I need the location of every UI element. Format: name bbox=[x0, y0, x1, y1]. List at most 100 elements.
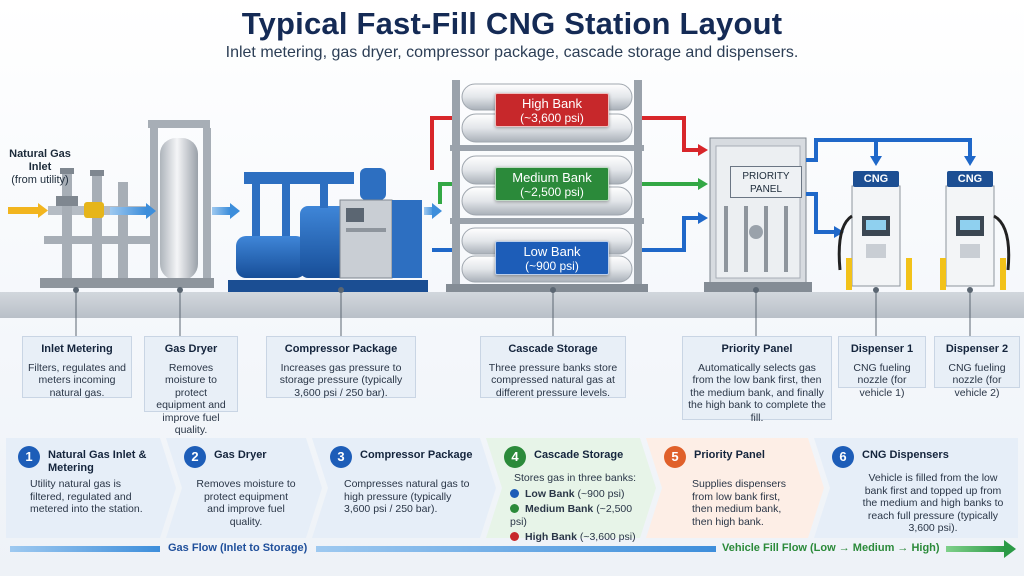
high-bank-dot bbox=[510, 532, 519, 541]
page-title: Typical Fast-Fill CNG Station Layout bbox=[241, 6, 783, 41]
page-subtitle: Inlet metering, gas dryer, compressor pa… bbox=[225, 44, 799, 61]
bank-name: Medium Bank bbox=[525, 503, 594, 515]
low-bank-dot bbox=[510, 488, 519, 498]
low-bank-pressure: (~900 psi) bbox=[525, 259, 579, 273]
dispenser-1-sign: CNG bbox=[853, 171, 899, 187]
fill-flow-arrowhead bbox=[1004, 540, 1016, 558]
bank-outlet-pipes bbox=[642, 116, 708, 252]
callout-text: Automatically selects gas from the low b… bbox=[688, 361, 826, 424]
callout-dispenser-1: Dispenser 1 CNG fueling nozzle (for vehi… bbox=[838, 336, 926, 399]
callout-title: Compressor Package bbox=[284, 343, 398, 355]
callout-title: Priority Panel bbox=[721, 343, 793, 355]
callout-cascade-storage: Cascade Storage Three pressure banks sto… bbox=[480, 336, 626, 399]
step-number: 1 bbox=[18, 446, 40, 468]
callout-compressor-package: Compressor Package Increases gas pressur… bbox=[266, 336, 416, 399]
bank-supply-pipes bbox=[430, 116, 452, 252]
step-4-low-bank: Low Bank (~900 psi) bbox=[510, 488, 640, 501]
callout-inlet-metering: Inlet Metering Filters, regulates and me… bbox=[22, 336, 132, 399]
medium-bank-pressure: (~2,500 psi) bbox=[520, 185, 584, 199]
flow-arrow-inlet bbox=[110, 207, 146, 215]
flow-arrowhead-dryer bbox=[230, 203, 240, 219]
gas-flow-bar-left bbox=[10, 546, 160, 552]
bank-pressure: (~3,600 psi) bbox=[579, 531, 636, 543]
step-text: Supplies dispensers from low bank first,… bbox=[692, 478, 786, 528]
step-2: 2 Gas Dryer Removes moisture to protect … bbox=[172, 438, 312, 538]
callout-title: Inlet Metering bbox=[41, 343, 113, 355]
high-bank-pressure: (~3,600 psi) bbox=[520, 111, 584, 125]
step-title: Cascade Storage bbox=[534, 449, 624, 461]
medium-bank-name: Medium Bank bbox=[512, 170, 592, 185]
priority-panel-illustration bbox=[704, 137, 812, 292]
inlet-title: Natural Gas Inlet bbox=[9, 148, 71, 173]
callout-text: CNG fueling nozzle (for vehicle 1) bbox=[853, 361, 911, 399]
step-3: 3 Compressor Package Compresses natural … bbox=[318, 438, 486, 538]
inlet-metering-skid bbox=[8, 168, 160, 288]
step-4-medium-bank: Medium Bank (~2,500 psi) bbox=[510, 503, 640, 528]
dispenser-1-illustration bbox=[837, 185, 912, 290]
ground-slab bbox=[0, 292, 1024, 318]
step-chevron-band bbox=[6, 438, 1018, 538]
medium-bank-label: Medium Bank (~2,500 psi) bbox=[495, 167, 609, 201]
vehicle-fill-flow-label: Vehicle Fill Flow (Low → Medium → High) bbox=[722, 542, 940, 554]
bank-name: High Bank bbox=[525, 531, 577, 543]
callout-gas-dryer: Gas Dryer Removes moisture to protect eq… bbox=[144, 336, 238, 436]
bank-name: Low Bank bbox=[525, 487, 575, 500]
step-number: 5 bbox=[664, 446, 686, 468]
low-bank-name: Low Bank bbox=[523, 244, 581, 259]
bank-pressure: (~2,500 psi) bbox=[510, 503, 633, 528]
callout-text: Increases gas pressure to storage pressu… bbox=[279, 361, 403, 399]
step-title: Compressor Package bbox=[360, 449, 473, 461]
step-text: Compresses natural gas to high pressure … bbox=[344, 478, 470, 515]
step-text: Utility natural gas is filtered, regulat… bbox=[30, 478, 143, 515]
step-title: Priority Panel bbox=[694, 449, 765, 461]
step-5: 5 Priority Panel Supplies dispensers fro… bbox=[652, 438, 814, 538]
callout-title: Gas Dryer bbox=[164, 343, 218, 355]
callout-dispenser-2: Dispenser 2 CNG fueling nozzle (for vehi… bbox=[934, 336, 1020, 399]
flow-arrowhead-compressor bbox=[432, 203, 442, 219]
step-title: Natural Gas Inlet & Metering bbox=[48, 449, 147, 474]
callout-text: CNG fueling nozzle (for vehicle 2) bbox=[948, 361, 1006, 399]
step-4-body: Stores gas in three banks: Low Bank (~90… bbox=[510, 472, 640, 544]
priority-panel-sign: PRIORITY PANEL bbox=[730, 166, 802, 198]
step-6: 6 CNG Dispensers Vehicle is filled from … bbox=[820, 438, 1018, 538]
step-title: Gas Dryer bbox=[214, 449, 267, 461]
step-1: 1 Natural Gas Inlet & Metering Utility n… bbox=[6, 438, 166, 538]
callout-text: Removes moisture to protect equipment an… bbox=[156, 361, 226, 437]
step-title: CNG Dispensers bbox=[862, 449, 949, 461]
dispenser-2-sign: CNG bbox=[947, 171, 993, 187]
medium-bank-dot bbox=[510, 504, 519, 513]
step-number: 6 bbox=[832, 446, 854, 468]
dispenser-supply-pipes bbox=[806, 138, 976, 238]
callout-title: Dispenser 1 bbox=[850, 343, 914, 355]
step-4-high-bank: High Bank (~3,600 psi) bbox=[510, 531, 640, 544]
gas-dryer-illustration bbox=[148, 120, 214, 288]
gas-flow-bar-right bbox=[316, 546, 716, 552]
natural-gas-inlet-label: Natural Gas Inlet (from utility) bbox=[4, 148, 76, 187]
step-text: Vehicle is filled from the low bank firs… bbox=[862, 472, 1004, 534]
fill-flow-bar bbox=[946, 546, 1006, 552]
flow-arrowhead-inlet bbox=[146, 203, 156, 219]
callout-text: Filters, regulates and meters incoming n… bbox=[27, 361, 127, 399]
dispenser-2-illustration bbox=[940, 185, 1011, 290]
step-number: 3 bbox=[330, 446, 352, 468]
step-number: 4 bbox=[504, 446, 526, 468]
compressor-package-illustration bbox=[228, 168, 428, 292]
callout-title: Dispenser 2 bbox=[945, 343, 1009, 355]
step-number: 2 bbox=[184, 446, 206, 468]
inlet-sub: (from utility) bbox=[11, 174, 69, 186]
high-bank-name: High Bank bbox=[522, 96, 582, 111]
high-bank-label: High Bank (~3,600 psi) bbox=[495, 93, 609, 127]
step-4: 4 Cascade Storage Stores gas in three ba… bbox=[492, 438, 646, 543]
flow-arrow-compressor bbox=[424, 207, 434, 215]
callout-text: Three pressure banks store compressed na… bbox=[488, 361, 618, 399]
step-text: Removes moisture to protect equipment an… bbox=[196, 478, 296, 528]
callout-title: Cascade Storage bbox=[508, 343, 598, 355]
step-text: Stores gas in three banks: bbox=[514, 472, 636, 484]
gas-flow-label: Gas Flow (Inlet to Storage) bbox=[168, 542, 308, 554]
callout-leaders bbox=[73, 287, 973, 336]
low-bank-label: Low Bank (~900 psi) bbox=[495, 241, 609, 275]
flow-arrow-dryer bbox=[212, 207, 230, 215]
callout-priority-panel: Priority Panel Automatically selects gas… bbox=[682, 336, 832, 424]
bank-pressure: (~900 psi) bbox=[577, 487, 625, 500]
